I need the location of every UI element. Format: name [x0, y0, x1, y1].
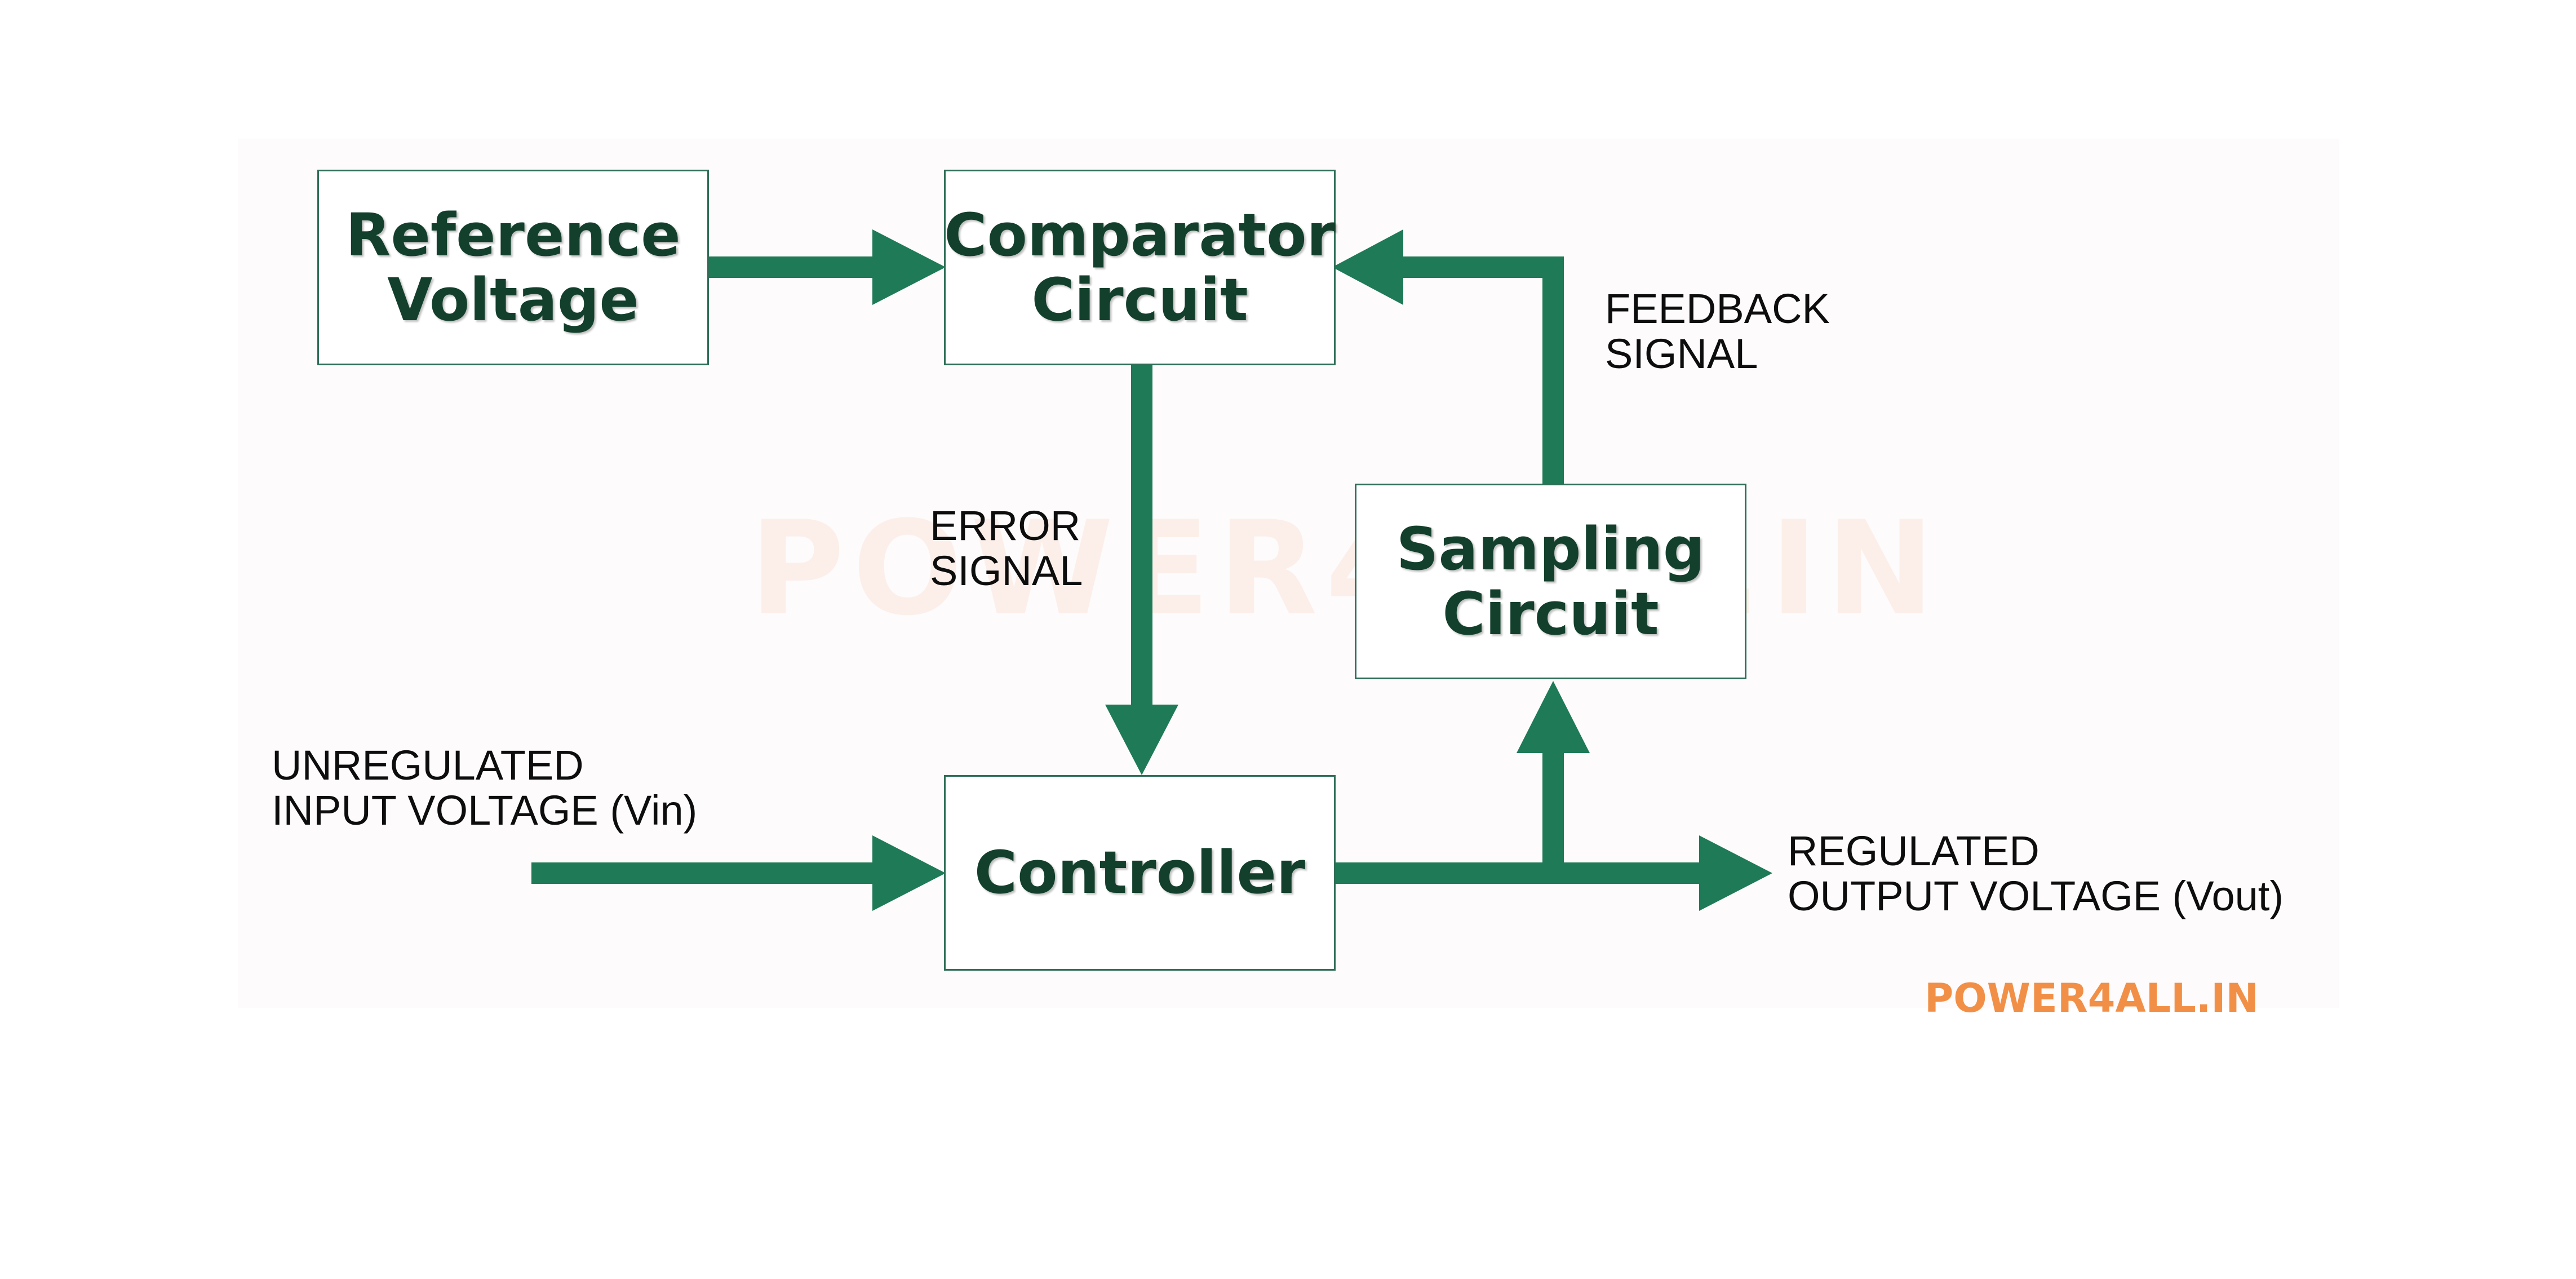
comparator-circuit-label-line1: Comparator	[944, 201, 1336, 270]
feedback-arrowhead	[1332, 229, 1403, 305]
error-signal-line1: ERROR	[930, 502, 1081, 549]
feedback-signal-label: FEEDBACK SIGNAL	[1605, 286, 1830, 377]
input-label-line2: INPUT VOLTAGE (Vin)	[272, 786, 698, 834]
error-signal-line2: SIGNAL	[930, 547, 1083, 594]
comparator-circuit-block: Comparator Circuit	[944, 170, 1336, 365]
input-line	[531, 862, 876, 884]
reference-voltage-block: Reference Voltage	[317, 170, 709, 365]
output-to-sampling-arrowhead	[1517, 681, 1590, 753]
sampling-circuit-label-line2: Circuit	[1442, 579, 1659, 648]
reference-voltage-label-line2: Voltage	[387, 265, 639, 334]
error-signal-arrowhead	[1105, 705, 1178, 775]
ref-to-comparator-line	[707, 256, 876, 278]
output-line	[1332, 862, 1704, 884]
feedback-vertical-line	[1542, 256, 1564, 485]
controller-block: Controller	[944, 775, 1336, 971]
input-arrowhead	[872, 835, 946, 911]
input-label-line1: UNREGULATED	[272, 742, 584, 789]
ref-to-comparator-arrowhead	[872, 229, 946, 305]
output-label-line1: REGULATED	[1788, 827, 2039, 874]
output-arrowhead	[1699, 835, 1772, 911]
error-signal-label: ERROR SIGNAL	[930, 503, 1083, 594]
regulated-output-label: REGULATED OUTPUT VOLTAGE (Vout)	[1788, 829, 2284, 919]
output-label-line2: OUTPUT VOLTAGE (Vout)	[1788, 872, 2284, 919]
reference-voltage-label-line1: Reference	[345, 201, 681, 270]
feedback-signal-line1: FEEDBACK	[1605, 285, 1830, 332]
error-signal-line	[1131, 364, 1152, 713]
feedback-horizontal-line	[1398, 256, 1564, 278]
sampling-circuit-label-line1: Sampling	[1396, 515, 1705, 584]
site-watermark: POWER4ALL.IN	[1925, 975, 2259, 1021]
output-to-sampling-line	[1542, 738, 1564, 873]
controller-label: Controller	[974, 838, 1306, 908]
feedback-signal-line2: SIGNAL	[1605, 330, 1758, 377]
unregulated-input-label: UNREGULATED INPUT VOLTAGE (Vin)	[272, 743, 697, 833]
comparator-circuit-label-line2: Circuit	[1031, 265, 1248, 334]
sampling-circuit-block: Sampling Circuit	[1355, 484, 1746, 679]
